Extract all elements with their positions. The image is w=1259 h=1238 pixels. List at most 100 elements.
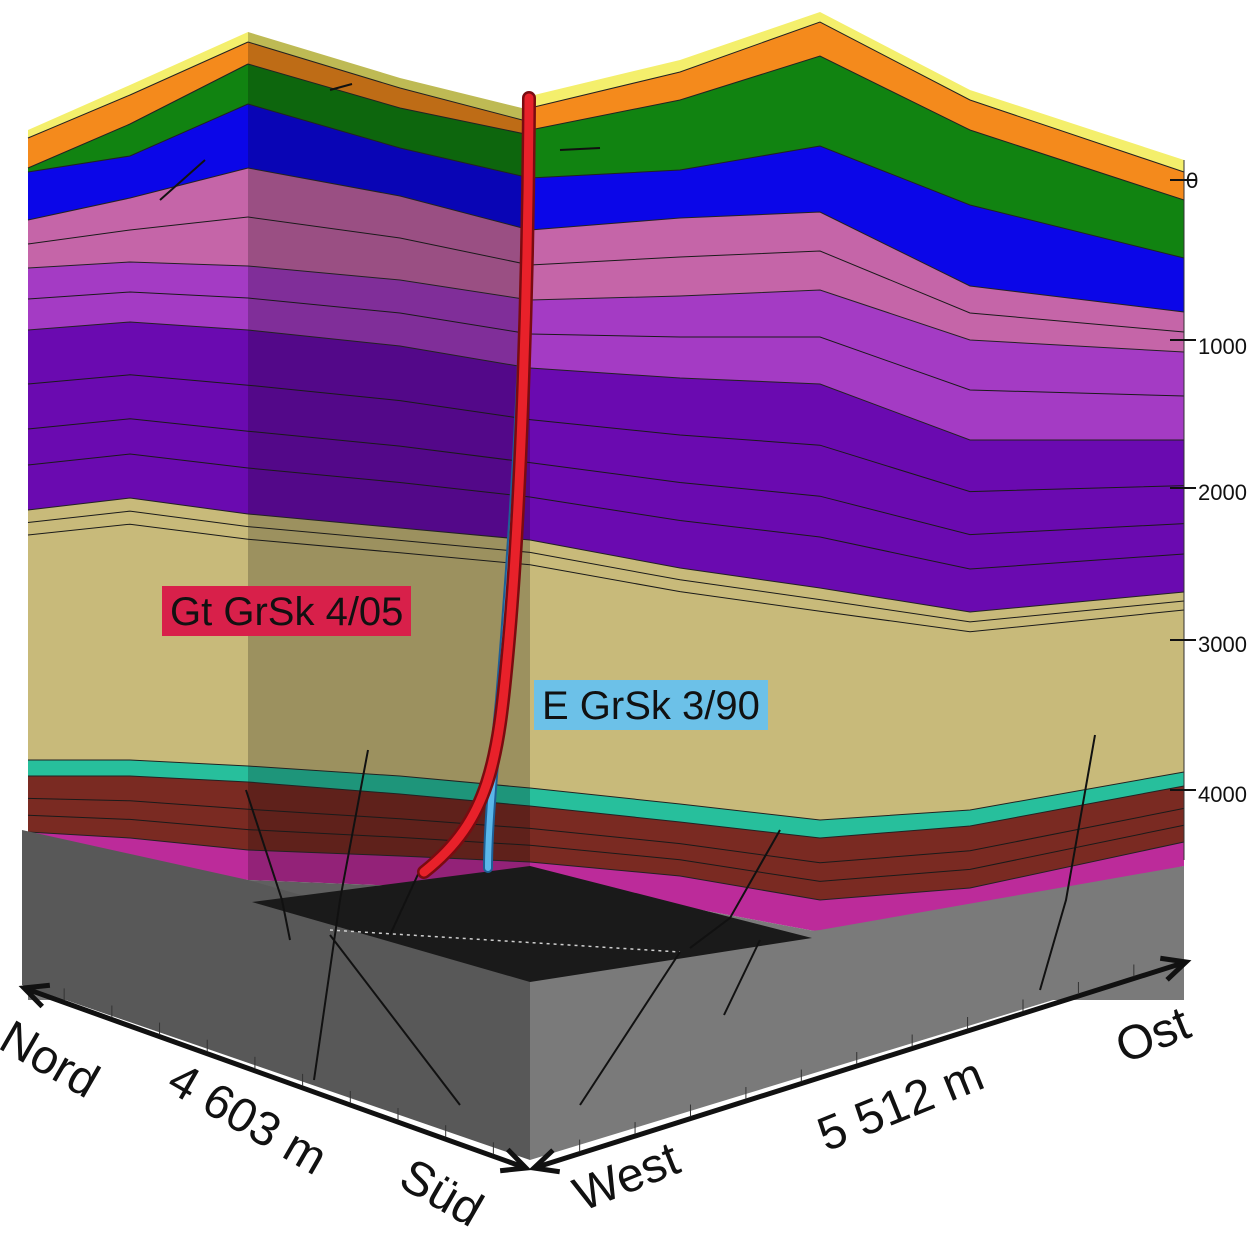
center-boundary-line <box>247 63 531 136</box>
left-layer-khaki <box>28 498 248 766</box>
center-layer-blue <box>248 104 530 230</box>
center-layer-teal <box>248 766 530 806</box>
right-boundary-line <box>529 211 1185 313</box>
left-layer-blue <box>28 104 248 220</box>
center-horizon-line <box>247 467 531 498</box>
fault-line <box>329 83 353 91</box>
left-boundary-line <box>27 103 249 173</box>
center-layer-green <box>248 64 530 178</box>
center-horizon-line <box>247 526 531 553</box>
cut-trace-line <box>329 929 681 953</box>
left-horizon-line <box>27 291 249 300</box>
right-horizon-line <box>529 824 1185 882</box>
center-layer-purple <box>248 330 530 540</box>
dimension-arrow-west-ost-head <box>1159 955 1192 982</box>
well-label-e-grsk: E GrSk 3/90 <box>534 680 768 730</box>
left-layer-violet <box>28 262 248 330</box>
dimension-arrow-nord-sued-head <box>499 1147 532 1174</box>
center-horizon-line <box>247 216 531 266</box>
fault-line <box>579 951 681 1106</box>
right-boundary-line <box>529 289 1185 353</box>
left-layer-brown <box>28 776 248 850</box>
right-boundary-line <box>529 21 1185 173</box>
right-layer-teal <box>530 772 1184 838</box>
well-label-gt-grsk: Gt GrSk 4/05 <box>162 586 412 636</box>
dimension-arrows <box>18 955 1192 1175</box>
right-horizon-line <box>529 807 1185 864</box>
left-horizon-line <box>27 216 249 245</box>
center-boundary-line <box>247 103 531 179</box>
center-layer-violet <box>248 266 530 368</box>
fault-line <box>723 939 761 1016</box>
depth-ruler <box>1170 160 1196 860</box>
left-layer-green <box>28 64 248 172</box>
right-horizon-line <box>529 564 1185 633</box>
right-layer-blue <box>530 146 1184 312</box>
fault-line <box>329 934 461 1106</box>
dimension-arrow-west-ost-head <box>528 1148 561 1175</box>
center-boundary-line <box>247 265 531 301</box>
depth-tick-1000: 1000 <box>1198 334 1247 359</box>
right-horizon-line <box>529 333 1185 397</box>
well-paths <box>417 91 536 879</box>
right-boundary-line <box>529 771 1185 821</box>
center-boundary-line <box>247 329 531 369</box>
center-layer-yellow-top <box>248 32 530 122</box>
left-layer-orange <box>28 42 248 168</box>
fault-line <box>689 829 781 949</box>
center-boundary-line <box>247 41 531 123</box>
right-horizon-line <box>529 419 1185 493</box>
center-boundary-line <box>247 167 531 231</box>
center-horizon-line <box>247 538 531 566</box>
fault-line <box>559 147 601 151</box>
basement-front-left <box>22 830 530 1160</box>
basement-top-cut <box>252 866 812 982</box>
right-layer-purple <box>530 368 1184 612</box>
dimension-arrow-west-ost <box>533 959 1187 1171</box>
dimension-arrow-nord-sued <box>23 985 527 1171</box>
right-horizon-line <box>529 462 1185 536</box>
well-path-gt-grsk <box>419 93 534 877</box>
fault-line <box>1039 734 1096 991</box>
right-layer-khaki <box>530 540 1184 820</box>
right-boundary-line <box>529 367 1184 441</box>
right-layer-violet <box>530 290 1184 440</box>
basement-front-right <box>530 866 1184 1160</box>
left-boundary-line <box>27 63 249 169</box>
right-layer-orange <box>530 22 1184 200</box>
left-boundary-line <box>27 831 249 851</box>
left-layer-mauve <box>28 168 248 268</box>
dimension-arrow-nord-sued-head <box>18 982 51 1009</box>
right-boundary-line <box>529 785 1185 839</box>
center-horizon-line <box>247 297 531 335</box>
right-boundary-line <box>529 55 1185 201</box>
right-boundary-line <box>529 145 1185 259</box>
left-boundary-line <box>27 167 249 221</box>
right-boundary-line <box>529 539 1185 613</box>
depth-tick-2000: 2000 <box>1198 480 1247 505</box>
right-layer-green <box>530 56 1184 258</box>
right-layer-brown <box>530 786 1184 900</box>
left-horizon-line <box>27 523 249 540</box>
left-layer-yellow-top <box>28 32 248 138</box>
depth-tick-3000: 3000 <box>1198 632 1247 657</box>
right-horizon-line <box>529 551 1185 623</box>
right-layer-magenta <box>530 842 1184 932</box>
right-boundary-line <box>529 841 1185 901</box>
left-boundary-line <box>27 321 249 331</box>
left-horizon-line <box>27 797 249 810</box>
basement-block <box>22 830 1184 1160</box>
left-horizon-line <box>27 453 249 469</box>
left-layer-teal <box>28 760 248 782</box>
left-horizon-line <box>27 374 249 386</box>
fault-line <box>245 789 291 941</box>
center-layer-orange <box>248 42 530 135</box>
depth-tick-4000: 4000 <box>1198 782 1247 807</box>
right-horizon-line <box>529 250 1185 333</box>
left-boundary-line <box>27 261 249 269</box>
center-layer-khaki <box>248 514 530 788</box>
left-horizon-line <box>27 510 249 528</box>
center-horizon-line <box>247 384 531 421</box>
depth-tick-0: 0 <box>1186 168 1199 193</box>
